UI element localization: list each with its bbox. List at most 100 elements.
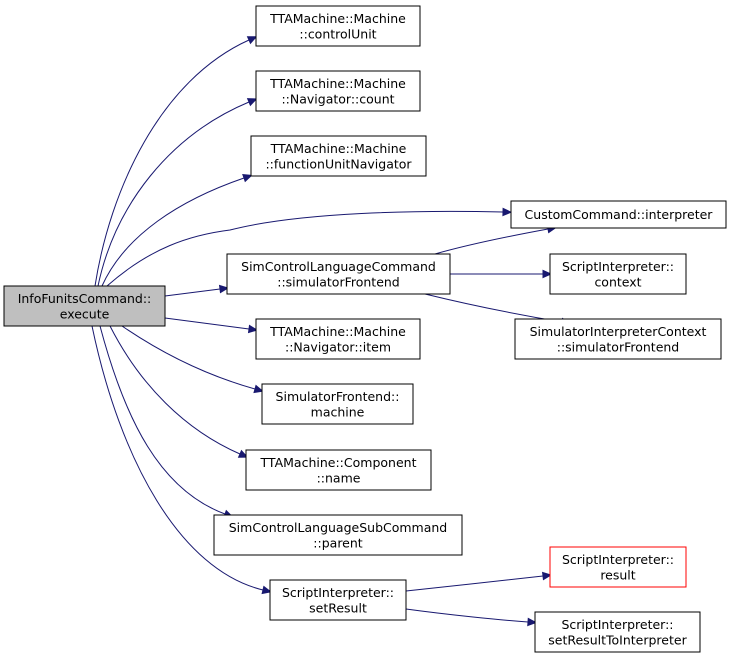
node-simint-context-frontend[interactable]: SimulatorInterpreterContext::simulatorFr… <box>514 318 722 360</box>
edge-line <box>91 325 264 591</box>
edge-line <box>101 177 245 287</box>
node-label: ::simulatorFrontend <box>277 274 400 289</box>
node-label: ScriptInterpreter:: <box>561 617 673 632</box>
node-label: SimulatorInterpreterContext <box>530 324 707 339</box>
edge-root-to-subcommand-parent <box>99 325 234 518</box>
node-root[interactable]: InfoFunitsCommand::execute <box>3 285 166 327</box>
node-label: ::functionUnitNavigator <box>265 156 412 171</box>
edge-line <box>424 293 563 323</box>
node-script-result[interactable]: ScriptInterpreter::result <box>549 546 687 588</box>
node-label: TTAMachine::Machine <box>269 324 406 339</box>
arrowhead <box>253 384 264 394</box>
node-simcontrol-simulator-frontend[interactable]: SimControlLanguageCommand::simulatorFron… <box>226 253 451 295</box>
arrowhead <box>527 617 538 627</box>
node-label: ::Navigator::item <box>285 339 391 354</box>
edge-line <box>434 228 549 255</box>
edge-root-to-navigator-count <box>97 98 258 287</box>
node-box <box>255 70 421 112</box>
arrowhead <box>542 269 553 279</box>
node-label: TTAMachine::Component <box>260 455 417 470</box>
node-label: context <box>594 274 641 289</box>
edge-simcontrol-simulator-frontend-to-custom-interpreter <box>434 224 558 255</box>
node-label: execute <box>60 306 110 321</box>
node-label: ::Navigator::count <box>281 91 394 106</box>
node-label: ScriptInterpreter:: <box>282 585 394 600</box>
edge-root-to-set-result <box>91 325 272 595</box>
node-label: SimulatorFrontend:: <box>276 389 400 404</box>
node-component-name[interactable]: TTAMachine::Component::name <box>245 449 432 491</box>
edge-root-to-simcontrol-simulator-frontend <box>164 284 230 297</box>
edge-line <box>94 39 250 287</box>
edge-line <box>97 101 250 287</box>
node-label: TTAMachine::Machine <box>269 76 406 91</box>
arrowhead <box>242 174 253 183</box>
node-navigator-item[interactable]: TTAMachine::Machine::Navigator::item <box>255 318 421 360</box>
node-label: ScriptInterpreter:: <box>562 259 674 274</box>
node-box <box>250 135 427 177</box>
node-box <box>255 5 421 47</box>
node-box <box>213 514 463 556</box>
node-box <box>510 200 727 229</box>
edge-simcontrol-simulator-frontend-to-script-context <box>450 269 553 279</box>
edge-root-to-control-unit <box>94 36 258 287</box>
node-label: machine <box>311 404 365 419</box>
edge-root-to-navigator-item <box>164 317 259 334</box>
node-label: ScriptInterpreter:: <box>562 552 674 567</box>
edge-line <box>106 210 504 287</box>
arrowhead <box>247 324 259 334</box>
arrowhead <box>246 98 258 107</box>
arrowhead <box>218 284 230 294</box>
node-label: SimControlLanguageCommand <box>241 259 436 274</box>
arrowhead <box>261 585 272 595</box>
nodes: InfoFunitsCommand::executeTTAMachine::Ma… <box>3 5 727 653</box>
node-custom-interpreter[interactable]: CustomCommand::interpreter <box>510 200 727 229</box>
node-box <box>549 253 687 295</box>
node-control-unit[interactable]: TTAMachine::Machine::controlUnit <box>255 5 421 47</box>
node-box <box>514 318 722 360</box>
node-label: ::name <box>317 470 361 485</box>
node-box <box>226 253 451 295</box>
edge-line <box>121 325 256 390</box>
edge-root-to-custom-interpreter <box>106 207 513 287</box>
arrowhead <box>541 571 553 581</box>
edges <box>91 36 572 627</box>
node-label: result <box>600 567 635 582</box>
edge-line <box>164 288 221 297</box>
node-label: ::simulatorFrontend <box>557 339 680 354</box>
node-function-unit-navigator[interactable]: TTAMachine::Machine::functionUnitNavigat… <box>250 135 427 177</box>
arrowhead <box>502 207 513 217</box>
node-label: setResult <box>309 600 367 615</box>
node-label: TTAMachine::Machine <box>269 11 406 26</box>
node-subcommand-parent[interactable]: SimControlLanguageSubCommand::parent <box>213 514 463 556</box>
node-label: setResultToInterpreter <box>548 632 687 647</box>
arrowhead <box>246 36 258 45</box>
edge-root-to-component-name <box>109 325 249 458</box>
node-navigator-count[interactable]: TTAMachine::Machine::Navigator::count <box>255 70 421 112</box>
edge-line <box>99 325 226 515</box>
node-label: TTAMachine::Machine <box>270 141 407 156</box>
node-label: ::parent <box>313 535 362 550</box>
node-box <box>269 579 407 621</box>
node-script-context[interactable]: ScriptInterpreter::context <box>549 253 687 295</box>
node-box <box>549 546 687 588</box>
edge-root-to-simfrontend-machine <box>121 325 264 394</box>
arrowhead <box>237 449 249 458</box>
edge-set-result-to-script-result <box>405 571 553 592</box>
node-box <box>3 285 166 327</box>
edge-set-result-to-set-result-to-interpreter <box>405 608 538 627</box>
edge-root-to-function-unit-navigator <box>101 174 253 287</box>
node-label: ::controlUnit <box>299 26 376 41</box>
node-box <box>245 449 432 491</box>
node-label: SimControlLanguageSubCommand <box>229 520 448 535</box>
node-set-result-to-interpreter[interactable]: ScriptInterpreter::setResultToInterprete… <box>534 611 701 653</box>
node-box <box>534 611 701 653</box>
node-box <box>261 383 414 425</box>
node-box <box>255 318 421 360</box>
edge-line <box>164 317 250 330</box>
edge-line <box>405 608 529 623</box>
node-set-result[interactable]: ScriptInterpreter::setResult <box>269 579 407 621</box>
edge-line <box>405 575 544 592</box>
node-simfrontend-machine[interactable]: SimulatorFrontend::machine <box>261 383 414 425</box>
node-label: InfoFunitsCommand:: <box>18 291 152 306</box>
